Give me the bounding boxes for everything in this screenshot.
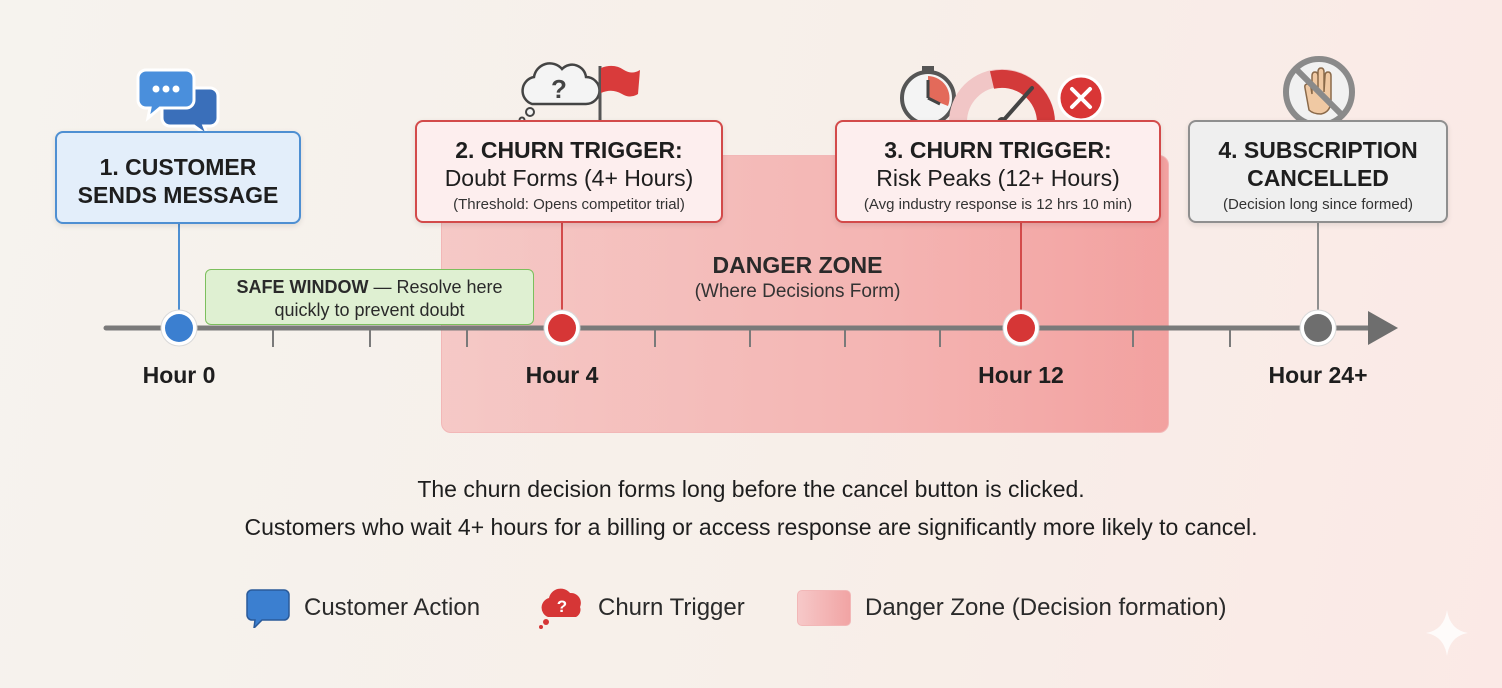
safe-window-label: SAFE WINDOW (236, 277, 369, 297)
stage-4-title-line2: CANCELLED (1247, 165, 1389, 191)
marker-hour-24 (1299, 309, 1337, 347)
stage-4-title-line1: 4. SUBSCRIPTION (1218, 137, 1418, 163)
stage-1-title-line1: 1. CUSTOMER (99, 154, 257, 180)
hour-label-0: Hour 0 (142, 362, 216, 388)
safe-window-text-line2: quickly to prevent doubt (274, 300, 465, 320)
stage-2-detail: Doubt Forms (4+ Hours) (444, 165, 694, 191)
stage-3-title: 3. CHURN TRIGGER: (884, 137, 1112, 163)
svg-text:?: ? (557, 597, 567, 616)
question-cloud-flag-icon: ? (518, 62, 640, 126)
no-hand-icon (1283, 56, 1355, 128)
stage-1-title-line2: SENDS MESSAGE (77, 182, 279, 208)
stage-2-title: 2. CHURN TRIGGER: (455, 137, 683, 163)
legend-label-customer-action: Customer Action (304, 594, 481, 621)
chat-bubble-icon (246, 589, 290, 628)
stage-4-note: (Decision long since formed) (1222, 196, 1414, 213)
stage-card-customer-sends-message: 1. CUSTOMER SENDS MESSAGE (55, 131, 301, 224)
danger-zone-title: DANGER ZONE (712, 252, 883, 278)
sparkle-icon (1426, 610, 1468, 656)
legend-item-churn-trigger: ? Churn Trigger (536, 588, 745, 629)
timeline-arrowhead (1368, 311, 1398, 345)
marker-hour-4 (543, 309, 581, 347)
safe-window-text: — Resolve here (368, 277, 503, 297)
stage-3-note: (Avg industry response is 12 hrs 10 min) (863, 196, 1133, 213)
marker-hour-0 (160, 309, 198, 347)
danger-zone-subtitle: (Where Decisions Form) (694, 281, 901, 302)
stopwatch-gauge-x-icon (900, 66, 1105, 127)
chat-bubbles-icon (136, 68, 220, 138)
legend-label-danger-zone: Danger Zone (Decision formation) (865, 594, 1227, 621)
legend-label-churn-trigger: Churn Trigger (598, 594, 745, 621)
legend-item-danger-zone: Danger Zone (Decision formation) (797, 590, 1227, 626)
legend-item-customer-action: Customer Action (246, 589, 481, 628)
caption-line-2: Customers who wait 4+ hours for a billin… (244, 514, 1258, 540)
question-cloud-icon: ? (539, 588, 581, 629)
hour-label-12: Hour 12 (978, 362, 1064, 388)
stage-card-doubt-forms: 2. CHURN TRIGGER: Doubt Forms (4+ Hours)… (415, 120, 723, 223)
timeline-ticks (272, 328, 1231, 347)
hour-label-4: Hour 4 (525, 362, 599, 388)
caption-line-1: The churn decision forms long before the… (417, 476, 1085, 502)
stage-card-subscription-cancelled: 4. SUBSCRIPTION CANCELLED (Decision long… (1188, 120, 1448, 223)
marker-hour-12 (1002, 309, 1040, 347)
safe-window-box: SAFE WINDOW — Resolve here quickly to pr… (205, 269, 534, 325)
stage-card-risk-peaks: 3. CHURN TRIGGER: Risk Peaks (12+ Hours)… (835, 120, 1161, 223)
stage-2-note: (Threshold: Opens competitor trial) (453, 196, 685, 213)
danger-zone-swatch (797, 590, 851, 626)
svg-text:?: ? (551, 74, 567, 104)
hour-label-24: Hour 24+ (1268, 362, 1368, 388)
stage-3-detail: Risk Peaks (12+ Hours) (876, 165, 1120, 191)
